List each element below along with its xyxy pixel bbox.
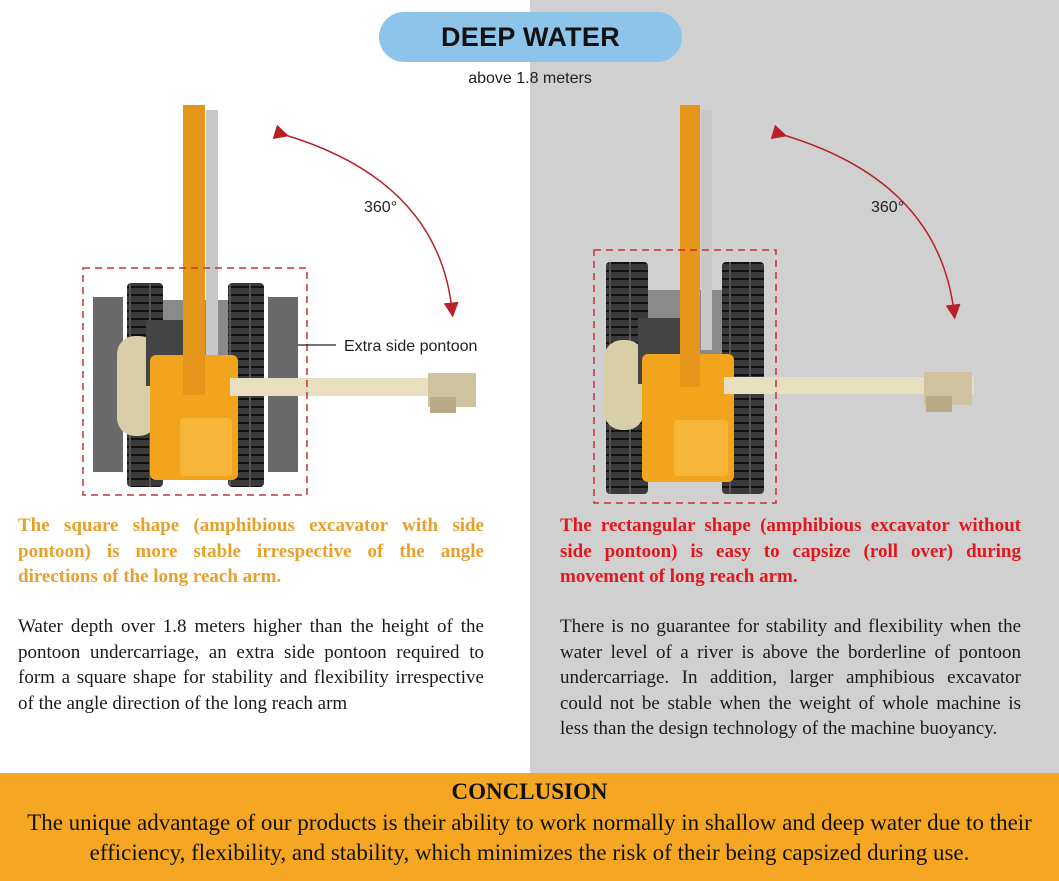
boom xyxy=(183,105,205,395)
dipper xyxy=(724,377,974,394)
left-caption: The square shape (amphibious excavator w… xyxy=(18,515,484,587)
page-title: DEEP WATER xyxy=(379,12,682,62)
page-subtitle: above 1.8 meters xyxy=(468,70,592,87)
arm-cylinder xyxy=(701,110,712,350)
rectangle-outline xyxy=(593,249,777,504)
dipper xyxy=(230,378,475,396)
square-outline xyxy=(82,267,308,496)
left-description: Water depth over 1.8 meters higher than … xyxy=(18,616,484,714)
boom xyxy=(680,105,700,387)
right-excavator: 360° xyxy=(593,105,974,504)
engine-cover xyxy=(180,418,232,476)
conclusion-text: The unique advantage of our products is … xyxy=(27,810,1032,865)
conclusion-banner xyxy=(0,773,1059,881)
arm-cylinder xyxy=(206,110,218,355)
engine-cover xyxy=(674,420,728,476)
conclusion-title: CONCLUSION xyxy=(451,779,608,804)
pontoon-label: Extra side pontoon xyxy=(344,338,477,355)
bucket-tooth xyxy=(926,396,952,412)
counterweight xyxy=(604,340,644,430)
rotation-arrow xyxy=(272,124,459,318)
rotation-arrow xyxy=(770,124,961,320)
bucket-tooth xyxy=(430,397,456,413)
rotation-label: 360° xyxy=(364,199,397,216)
right-description: There is no guarantee for stability and … xyxy=(560,616,1021,739)
rotation-label: 360° xyxy=(871,199,904,216)
left-excavator: 360° Extra side pontoon xyxy=(82,105,477,496)
excavator-diagrams: 360° Extra side pontoon 360° xyxy=(82,105,974,504)
right-caption: The rectangular shape (amphibious excava… xyxy=(560,515,1021,587)
